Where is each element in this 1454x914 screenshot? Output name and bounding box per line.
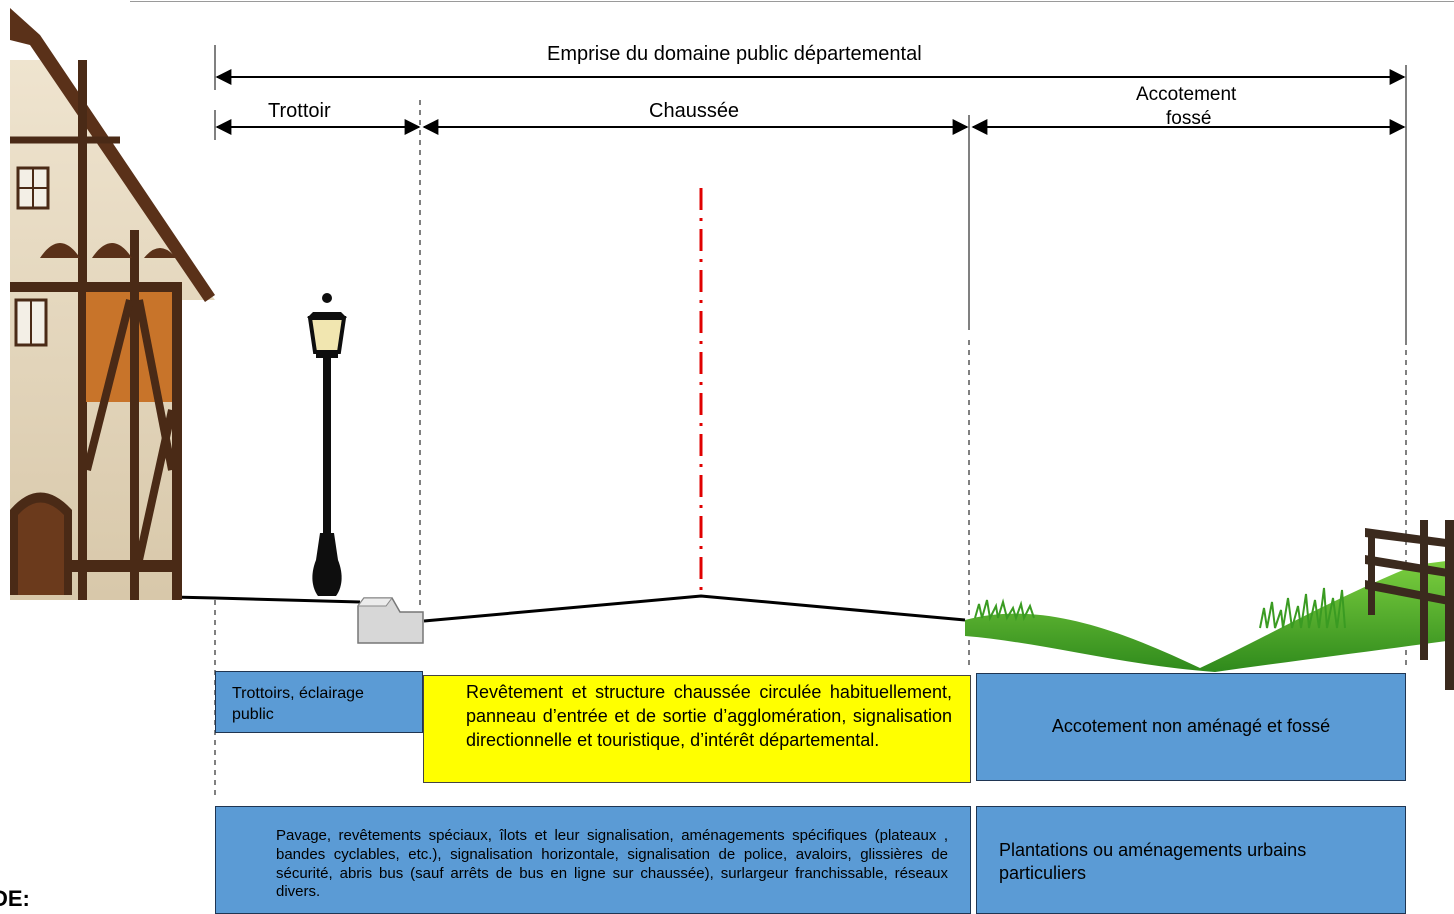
wooden-fence-icon <box>1365 520 1454 690</box>
emprise-label: Emprise du domaine public départemental <box>547 43 922 65</box>
accotement-box: Accotement non aménagé et fossé <box>976 673 1406 781</box>
chaussee-label: Chaussée <box>649 100 740 122</box>
street-lamp-icon <box>307 293 347 596</box>
road-profile <box>423 594 966 623</box>
pavage-box-text: Pavage, revêtements spéciaux, îlots et l… <box>276 827 948 901</box>
accotement-box-text: Accotement non aménagé et fossé <box>1051 716 1331 737</box>
legend-partial-label: DE: <box>0 886 30 911</box>
trottoir-label: Trottoir <box>268 100 331 122</box>
trottoirs-box: Trottoirs, éclairage public <box>215 671 423 733</box>
grass-ditch-icon <box>965 560 1454 672</box>
accotement-label-line1: Accotement <box>1136 84 1237 105</box>
plantations-box-text: Plantations ou aménagements urbains part… <box>999 840 1307 884</box>
timber-frame-house-icon <box>10 8 215 600</box>
trottoirs-box-text: Trottoirs, éclairage public <box>232 685 364 723</box>
revetement-box: Revêtement et structure chaussée circulé… <box>423 675 971 783</box>
revetement-box-text: Revêtement et structure chaussée circulé… <box>466 682 952 750</box>
plantations-box: Plantations ou aménagements urbains part… <box>976 806 1406 914</box>
accotement-label-line2: fossé <box>1166 108 1212 129</box>
curb-stone-icon <box>357 597 424 644</box>
pavage-box: Pavage, revêtements spéciaux, îlots et l… <box>215 806 971 914</box>
